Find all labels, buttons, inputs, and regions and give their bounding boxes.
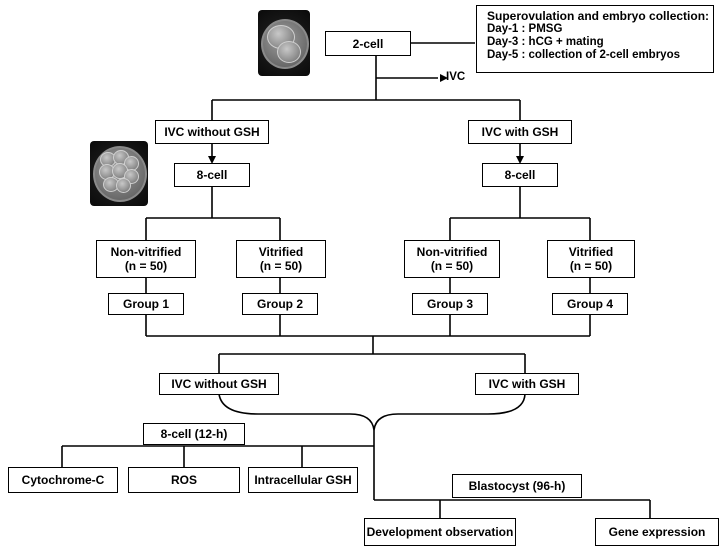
cytochrome-c-box: Cytochrome-C (8, 467, 118, 493)
vitrified-right-box: Vitrified (n = 50) (547, 240, 635, 278)
info-line-day1: Day-1 : PMSG (487, 23, 563, 35)
vitrified-left-count: (n = 50) (259, 259, 303, 273)
nonvitrified-right-box: Non-vitrified (n = 50) (404, 240, 500, 278)
superovulation-info-box: Superovulation and embryo collection: Da… (476, 5, 714, 73)
two-cell-embryo-image (258, 10, 310, 76)
eight-cell-embryo-image (90, 141, 148, 206)
ivc-without-gsh-top-box: IVC without GSH (155, 120, 269, 144)
nonvitrified-right-label: Non-vitrified (416, 245, 488, 259)
nonvitrified-left-label: Non-vitrified (110, 245, 182, 259)
group-2-box: Group 2 (242, 293, 318, 315)
ivc-with-gsh-top-box: IVC with GSH (468, 120, 572, 144)
nonvitrified-right-count: (n = 50) (430, 259, 474, 273)
vitrified-right-count: (n = 50) (569, 259, 613, 273)
gene-expression-box: Gene expression (595, 518, 719, 546)
ivc-without-gsh-bottom-box: IVC without GSH (159, 373, 279, 395)
two-cell-box: 2-cell (325, 31, 411, 56)
eight-cell-right-box: 8-cell (482, 163, 558, 187)
development-observation-box: Development observation (364, 518, 516, 546)
eight-cell-left-box: 8-cell (174, 163, 250, 187)
info-line-day3: Day-3 : hCG + mating (487, 36, 604, 48)
ivc-label: IVC (446, 71, 466, 83)
nonvitrified-left-count: (n = 50) (124, 259, 168, 273)
nonvitrified-left-box: Non-vitrified (n = 50) (96, 240, 196, 278)
info-line-day5: Day-5 : collection of 2-cell embryos (487, 49, 681, 61)
vitrified-left-box: Vitrified (n = 50) (236, 240, 326, 278)
group-3-box: Group 3 (412, 293, 488, 315)
blastocyst-96h-box: Blastocyst (96-h) (452, 474, 582, 498)
vitrified-left-label: Vitrified (258, 245, 304, 259)
arrowhead-ivc (440, 74, 448, 82)
ivc-with-gsh-bottom-box: IVC with GSH (475, 373, 579, 395)
group-1-box: Group 1 (108, 293, 184, 315)
arrowhead-right-8cell (516, 156, 524, 164)
intracellular-gsh-box: Intracellular GSH (248, 467, 358, 493)
vitrified-right-label: Vitrified (568, 245, 614, 259)
ros-box: ROS (128, 467, 240, 493)
arrowhead-left-8cell (208, 156, 216, 164)
connector-brace (218, 393, 526, 431)
group-4-box: Group 4 (552, 293, 628, 315)
eight-cell-12h-box: 8-cell (12-h) (143, 423, 245, 445)
info-title: Superovulation and embryo collection: (487, 9, 710, 23)
